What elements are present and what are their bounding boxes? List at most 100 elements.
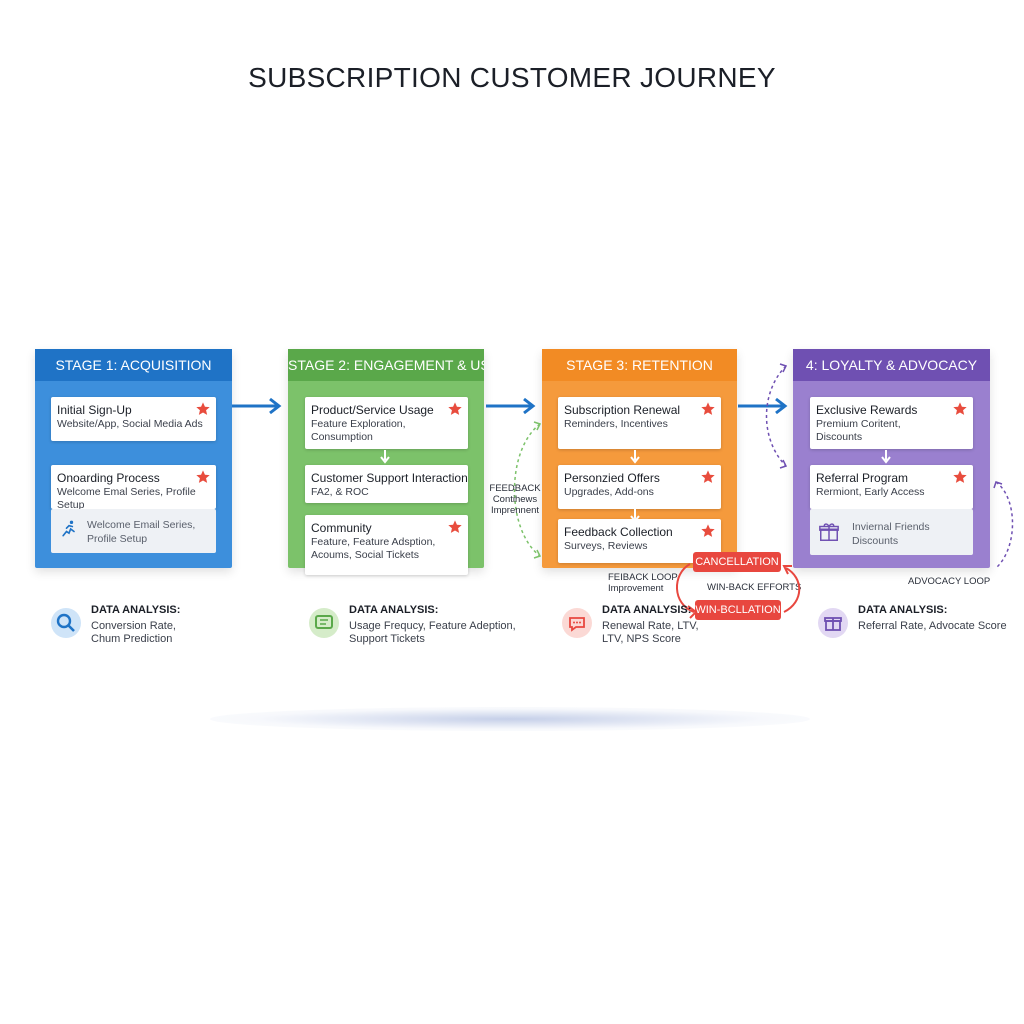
data-analysis-text: Usage Frequcy, Feature Adeption, Support… <box>349 620 516 646</box>
star-icon <box>953 402 967 415</box>
flow-arrow-1-2 <box>232 397 282 415</box>
star-icon <box>196 470 210 483</box>
data-analysis-retention: DATA ANALYSIS: Renewal Rate, LTV, LTV, N… <box>562 604 722 648</box>
card-subtitle: Upgrades, Add-ons <box>564 486 654 498</box>
card-initial-signup: Initial Sign-Up Website/App, Social Medi… <box>51 397 216 441</box>
stage-header: 4: LOYALTY & ADVOCACY <box>793 349 990 381</box>
feedback-label-line-2: Contihews <box>492 494 538 505</box>
speech-bubble-icon <box>562 608 592 638</box>
card-customer-support: Customer Support Interaction FA2, & ROC <box>305 465 468 503</box>
feedback-label-line-3: Imprennent <box>490 505 540 516</box>
card-subtitle: FA2, & ROC <box>311 486 369 498</box>
feedback-loop-label: FEIBACK LOOP Improvement <box>608 572 678 594</box>
card-subscription-renewal: Subscription Renewal Reminders, Incentiv… <box>558 397 721 449</box>
stage-header: STAGE 2: ENGAGEMENT & USAGE <box>288 349 484 381</box>
data-analysis-line-1: Usage Frequcy, Feature Adeption, <box>349 620 516 632</box>
card-subtitle: Rermiont, Early Access <box>816 486 925 498</box>
card-subtitle-line-2: Discounts <box>816 431 863 443</box>
card-title: Referral Program <box>816 471 909 485</box>
feedback-loop-line-2: Improvement <box>608 583 664 594</box>
card-title: Exclusive Rewards <box>816 403 918 417</box>
card-invite-friends: Inviernal Friends Discounts <box>810 509 973 555</box>
feedback-loop-line-1: FEIBACK LOOP <box>608 572 678 583</box>
win-back-loop-arrow <box>676 563 801 619</box>
data-analysis-text: Conversion Rate, Chum Prediction <box>91 620 176 646</box>
card-title: Subscription Renewal <box>564 403 681 417</box>
card-subtitle-line-2: Acoums, Social Tickets <box>311 549 419 561</box>
cancellation-badge: CANCELLATION <box>693 552 781 572</box>
star-icon <box>448 520 462 533</box>
card-title: Onoarding Process <box>57 471 160 485</box>
feedback-label: FEEDBACK Contihews Imprennent <box>486 483 544 516</box>
stage-header: STAGE 3: RETENTION <box>542 349 737 381</box>
down-arrow-icon <box>380 450 390 464</box>
data-analysis-label: DATA ANALYSIS: <box>602 604 692 616</box>
stage-loyalty: 4: LOYALTY & ADVOCACY Exclusive Rewards … <box>793 349 990 568</box>
card-subtitle-line-1: Feature Exploration, <box>311 418 406 430</box>
data-analysis-line-2: Chum Prediction <box>91 633 173 645</box>
card-personalized-offers: Personzied Offers Upgrades, Add-ons <box>558 465 721 509</box>
card-subtitle-line-1: Premium Coritent, <box>816 418 901 430</box>
flow-arrow-2-3 <box>486 397 536 415</box>
stage-retention: STAGE 3: RETENTION Subscription Renewal … <box>542 349 737 568</box>
chat-icon <box>309 608 339 638</box>
data-analysis-acquisition: DATA ANALYSIS: Conversion Rate, Chum Pre… <box>51 604 251 648</box>
card-feedback-collection: Feedback Collection Surveys, Reviews <box>558 519 721 563</box>
star-icon <box>448 402 462 415</box>
data-analysis-text: Renewal Rate, LTV, LTV, NPS Score <box>602 620 699 646</box>
card-title: Product/Service Usage <box>311 403 434 417</box>
card-community: Community Feature, Feature Adsption, Aco… <box>305 515 468 575</box>
card-welcome-series: Welcome Email Series, Profile Setup <box>51 509 216 553</box>
win-back-efforts-label: WIN-BACK EFFORTS <box>707 582 802 593</box>
data-analysis-line-2: LTV, NPS Score <box>602 633 681 645</box>
data-analysis-label: DATA ANALYSIS: <box>91 604 181 616</box>
search-icon <box>51 608 81 638</box>
data-analysis-loyalty: DATA ANALYSIS: Referral Rate, Advocate S… <box>818 604 1018 648</box>
card-subtitle-line-1: Inviernal Friends <box>852 521 930 533</box>
data-analysis-line-1: Renewal Rate, LTV, <box>602 620 699 632</box>
star-icon <box>701 402 715 415</box>
data-analysis-label: DATA ANALYSIS: <box>858 604 948 616</box>
stage-acquisition: STAGE 1: ACQUISITION Initial Sign-Up Web… <box>35 349 232 568</box>
gift-icon <box>818 608 848 638</box>
stage-engagement: STAGE 2: ENGAGEMENT & USAGE Product/Serv… <box>288 349 484 575</box>
card-subtitle: Welcome Emal Series, Profile Setup <box>57 486 196 511</box>
stage-header: STAGE 1: ACQUISITION <box>35 349 232 381</box>
down-arrow-icon <box>881 450 891 464</box>
card-subtitle-line-1: Feature, Feature Adsption, <box>311 536 436 548</box>
data-analysis-line-1: Conversion Rate, <box>91 620 176 632</box>
data-analysis-label: DATA ANALYSIS: <box>349 604 439 616</box>
card-subtitle-line-2: Discounts <box>852 535 899 547</box>
star-icon <box>701 470 715 483</box>
card-title: Personzied Offers <box>564 471 660 485</box>
data-analysis-line-1: Referral Rate, Advocate Score <box>858 620 1007 632</box>
advocacy-loop-label: ADVOCACY LOOP <box>908 576 991 587</box>
star-icon <box>701 524 715 537</box>
feedback-label-line-1: FEEDBACK <box>489 483 541 494</box>
running-person-icon <box>62 520 75 537</box>
star-icon <box>953 470 967 483</box>
down-arrow-icon <box>630 450 640 464</box>
card-title: Feedback Collection <box>564 525 673 539</box>
decorative-shadow <box>210 707 810 731</box>
flow-arrow-3-4 <box>738 397 788 415</box>
feedback-loop-arc <box>513 421 542 559</box>
star-icon <box>196 402 210 415</box>
card-subtitle: Reminders, Incentives <box>564 418 668 430</box>
card-subtitle-line-2: Profile Setup <box>87 533 148 545</box>
win-bcllation-badge: WIN-BCLLATION <box>695 600 781 620</box>
card-referral-program: Referral Program Rermiont, Early Access <box>810 465 973 509</box>
card-subtitle: Surveys, Reviews <box>564 540 648 552</box>
card-title: Initial Sign-Up <box>57 403 132 417</box>
card-subtitle-line-2: Consumption <box>311 431 373 443</box>
loop-arc-3-4 <box>765 363 788 469</box>
data-analysis-line-2: Support Tickets <box>349 633 425 645</box>
card-exclusive-rewards: Exclusive Rewards Premium Coritent, Disc… <box>810 397 973 449</box>
gift-icon <box>819 523 839 541</box>
data-analysis-text: Referral Rate, Advocate Score <box>858 620 1007 633</box>
card-title: Community <box>311 521 372 535</box>
page-title: SUBSCRIPTION CUSTOMER JOURNEY <box>248 62 776 93</box>
card-subtitle-line-1: Welcome Email Series, <box>87 519 196 531</box>
card-subtitle: Website/App, Social Media Ads <box>57 418 203 430</box>
advocacy-loop-arc <box>993 481 1014 569</box>
